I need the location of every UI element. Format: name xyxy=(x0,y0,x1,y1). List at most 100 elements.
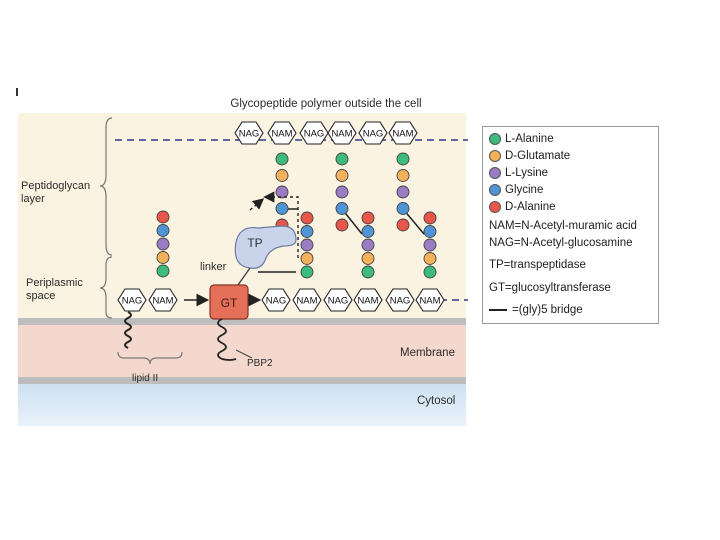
d-alanine-bead xyxy=(156,210,170,224)
periplasmic-space-label: Periplasmic space xyxy=(26,277,83,302)
top-nam-sugar: NAM xyxy=(388,121,418,145)
l-alanine-bead xyxy=(335,152,349,166)
l-lysine-bead xyxy=(275,185,289,199)
chain-nam-sugar-label: NAM xyxy=(419,296,440,307)
glycine-bead xyxy=(335,202,349,215)
legend-box: L-Alanine D-Glutamate L-Lysine Glycine D… xyxy=(482,126,659,324)
linker-line xyxy=(237,267,251,286)
membrane-inner-edge xyxy=(18,377,466,384)
glycine-bead xyxy=(423,225,437,238)
legend-label: D-Alanine xyxy=(505,201,556,213)
d-glutamate-bead xyxy=(361,252,375,265)
top-nam-sugar-label: NAM xyxy=(331,129,352,140)
chain-nag-sugar: NAG xyxy=(323,288,353,312)
top-nam-sugar-label: NAM xyxy=(392,129,413,140)
glycine-bead xyxy=(361,225,375,238)
chain-nag-sugar: NAG xyxy=(385,288,415,312)
glycine-bead xyxy=(396,202,410,215)
l-alanine-bead xyxy=(300,265,314,279)
peptidoglycan-brace xyxy=(99,117,113,256)
top-nam-sugar-label: NAM xyxy=(271,129,292,140)
legend-item-glycine: Glycine xyxy=(489,184,543,196)
d-alanine-bead xyxy=(396,218,410,232)
diagram-title: Glycopeptide polymer outside the cell xyxy=(230,98,421,110)
d-alanine-bead xyxy=(335,218,349,232)
l-lysine-bead xyxy=(396,185,410,199)
d-alanine-bead xyxy=(423,211,437,225)
l-alanine-swatch xyxy=(489,133,501,145)
d-alanine-bead xyxy=(361,211,375,225)
chain-nam-sugar-label: NAM xyxy=(357,296,378,307)
l-lysine-bead xyxy=(423,238,437,252)
d-glutamate-bead xyxy=(275,169,289,182)
membrane-outer-edge xyxy=(18,318,466,325)
tp-enzyme-blob xyxy=(234,225,297,269)
l-lysine-bead xyxy=(361,238,375,252)
l-alanine-bead xyxy=(361,265,375,279)
chain-nam-sugar-label: NAM xyxy=(296,296,317,307)
membrane-background xyxy=(18,325,466,377)
top-nag-sugar-label: NAG xyxy=(304,129,325,140)
legend-item-tp: TP=transpeptidase xyxy=(489,259,586,271)
legend-label: L-Alanine xyxy=(505,133,554,145)
cytosol-label: Cytosol xyxy=(417,395,455,407)
chain-nag-sugar: NAG xyxy=(261,288,291,312)
bridge-line-swatch xyxy=(489,309,507,311)
glycine-swatch xyxy=(489,184,501,196)
l-alanine-bead xyxy=(423,265,437,279)
legend-item-d-glutamate: D-Glutamate xyxy=(489,150,570,162)
corner-tick-mark xyxy=(16,88,18,96)
legend-label: NAG=N-Acetyl-glucosamine xyxy=(489,237,633,249)
d-glutamate-bead xyxy=(396,169,410,182)
legend-item-nam: NAM=N-Acetyl-muramic acid xyxy=(489,220,637,232)
glycine-bead xyxy=(300,225,314,238)
l-lysine-bead xyxy=(335,185,349,199)
peptidoglycan-layer-label: Peptidoglycan layer xyxy=(21,180,91,205)
top-nag-sugar: NAG xyxy=(358,121,388,145)
pbp2-anchor-coil xyxy=(217,318,237,361)
membrane-label: Membrane xyxy=(400,347,455,359)
legend-item-l-lysine: L-Lysine xyxy=(489,167,548,179)
lipid-nam-sugar-label: NAM xyxy=(152,296,173,307)
legend-label: NAM=N-Acetyl-muramic acid xyxy=(489,220,637,232)
lipid-nag-sugar-label: NAG xyxy=(122,296,143,307)
chain-nag-sugar-label: NAG xyxy=(390,296,411,307)
tp-label: TP xyxy=(247,236,262,250)
chain-nam-sugar: NAM xyxy=(292,288,322,312)
legend-item-bridge: =(gly)5 bridge xyxy=(489,304,583,316)
d-glutamate-bead xyxy=(335,169,349,182)
l-alanine-bead xyxy=(156,264,170,278)
linker-label: linker xyxy=(200,261,227,273)
top-nam-sugar: NAM xyxy=(327,121,357,145)
legend-label: TP=transpeptidase xyxy=(489,259,586,271)
periplasmic-brace xyxy=(99,256,113,319)
chain-nam-sugar: NAM xyxy=(415,288,445,312)
d-glutamate-bead xyxy=(156,251,170,264)
d-glutamate-bead xyxy=(423,252,437,265)
glycine-bead xyxy=(275,202,289,215)
legend-label: GT=glucosyltransferase xyxy=(489,282,611,294)
legend-item-nag: NAG=N-Acetyl-glucosamine xyxy=(489,237,632,249)
l-lysine-bead xyxy=(300,238,314,252)
glycine-bead xyxy=(156,224,170,237)
d-alanine-bead xyxy=(300,211,314,225)
transpeptidation-dotted-arrow-head xyxy=(249,198,265,211)
pbp2-label: PBP2 xyxy=(247,358,273,369)
gt-enzyme-box xyxy=(209,284,249,320)
chain-nam-sugar: NAM xyxy=(353,288,383,312)
cytosol-background xyxy=(18,384,466,426)
top-nag-sugar: NAG xyxy=(234,121,264,145)
d-glutamate-swatch xyxy=(489,150,501,162)
lipid-ii-label: lipid II xyxy=(132,373,158,384)
legend-item-l-alanine: L-Alanine xyxy=(489,133,554,145)
d-alanine-swatch xyxy=(489,201,501,213)
pbp2-leader-line xyxy=(235,349,253,359)
top-nag-sugar-label: NAG xyxy=(239,129,260,140)
transpeptidation-dotted-arrow xyxy=(263,191,299,258)
legend-item-d-alanine: D-Alanine xyxy=(489,201,556,213)
lipid-anchor-coil xyxy=(124,311,132,349)
l-alanine-bead xyxy=(275,152,289,166)
legend-label: L-Lysine xyxy=(505,167,549,179)
legend-label: D-Glutamate xyxy=(505,150,571,162)
